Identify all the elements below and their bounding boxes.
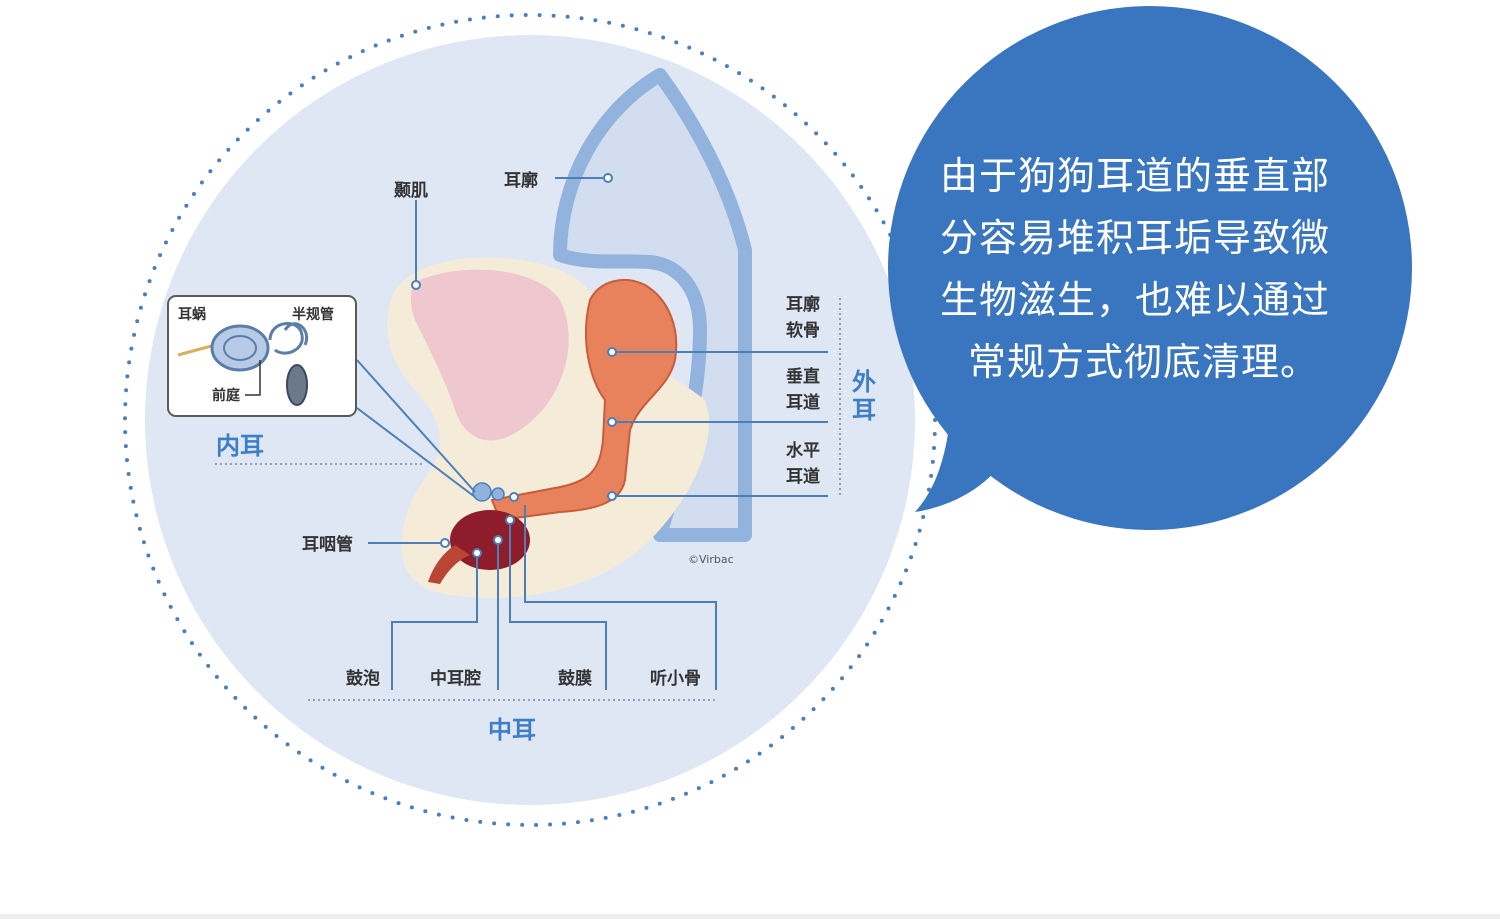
temporal-muscle-shape: [410, 269, 569, 441]
inset-label-vestibule: 前庭: [212, 387, 241, 404]
dotted-ring: [123, 13, 937, 827]
inner-ear-shape: [472, 482, 492, 502]
label-outer-ear-1: 外: [852, 368, 876, 396]
bubble-text: 由于狗狗耳道的垂直部 分容易堆积耳垢导致微 生物滋生，也难以通过 常规方式彻底清…: [940, 145, 1370, 393]
label-pinna-cartilage-1: 耳廓: [786, 294, 820, 315]
semicircular-canals-icon: [268, 322, 309, 355]
label-horizontal-canal-1: 水平: [786, 440, 820, 461]
inset-label-cochlea: 耳蜗: [178, 307, 206, 323]
eustachian-tube-shape: [428, 545, 470, 584]
inner-ear-part: [491, 487, 505, 501]
label-ossicles: 听小骨: [650, 668, 701, 689]
label-bulla: 鼓泡: [346, 668, 380, 689]
label-inner-ear: 内耳: [216, 432, 264, 460]
label-temporal-muscle: 颞肌: [393, 181, 428, 201]
label-middle-ear-cavity: 中耳腔: [430, 668, 481, 689]
label-pinna: 耳廓: [504, 170, 538, 191]
middle-ear-shape: [450, 510, 530, 570]
bubble-line-3: 生物滋生，也难以通过: [940, 278, 1331, 322]
bubble-line-2: 分容易堆积耳垢导致微: [940, 216, 1331, 260]
label-horizontal-canal-2: 耳道: [786, 466, 820, 487]
label-outer-ear-2: 耳: [852, 396, 876, 424]
copyright-mark: ©Virbac: [688, 553, 734, 566]
label-eardrum: 鼓膜: [558, 668, 592, 689]
label-pinna-cartilage-2: 软骨: [786, 320, 820, 341]
bottom-divider: [0, 914, 1500, 919]
bubble-line-1: 由于狗狗耳道的垂直部: [940, 154, 1331, 198]
ear-canal-shape: [490, 279, 678, 522]
label-vertical-canal-2: 耳道: [786, 392, 820, 413]
label-middle-ear: 中耳: [488, 716, 536, 744]
speech-bubble: [888, 6, 1412, 530]
cochlea-icon: [210, 324, 270, 372]
inset-label-semicircular-canals: 半规管: [292, 306, 334, 323]
label-eustachian-tube: 耳咽管: [302, 534, 353, 555]
bubble-line-4: 常规方式彻底清理。: [968, 340, 1320, 384]
eardrum-icon: [286, 364, 308, 406]
label-vertical-canal-1: 垂直: [786, 366, 820, 387]
